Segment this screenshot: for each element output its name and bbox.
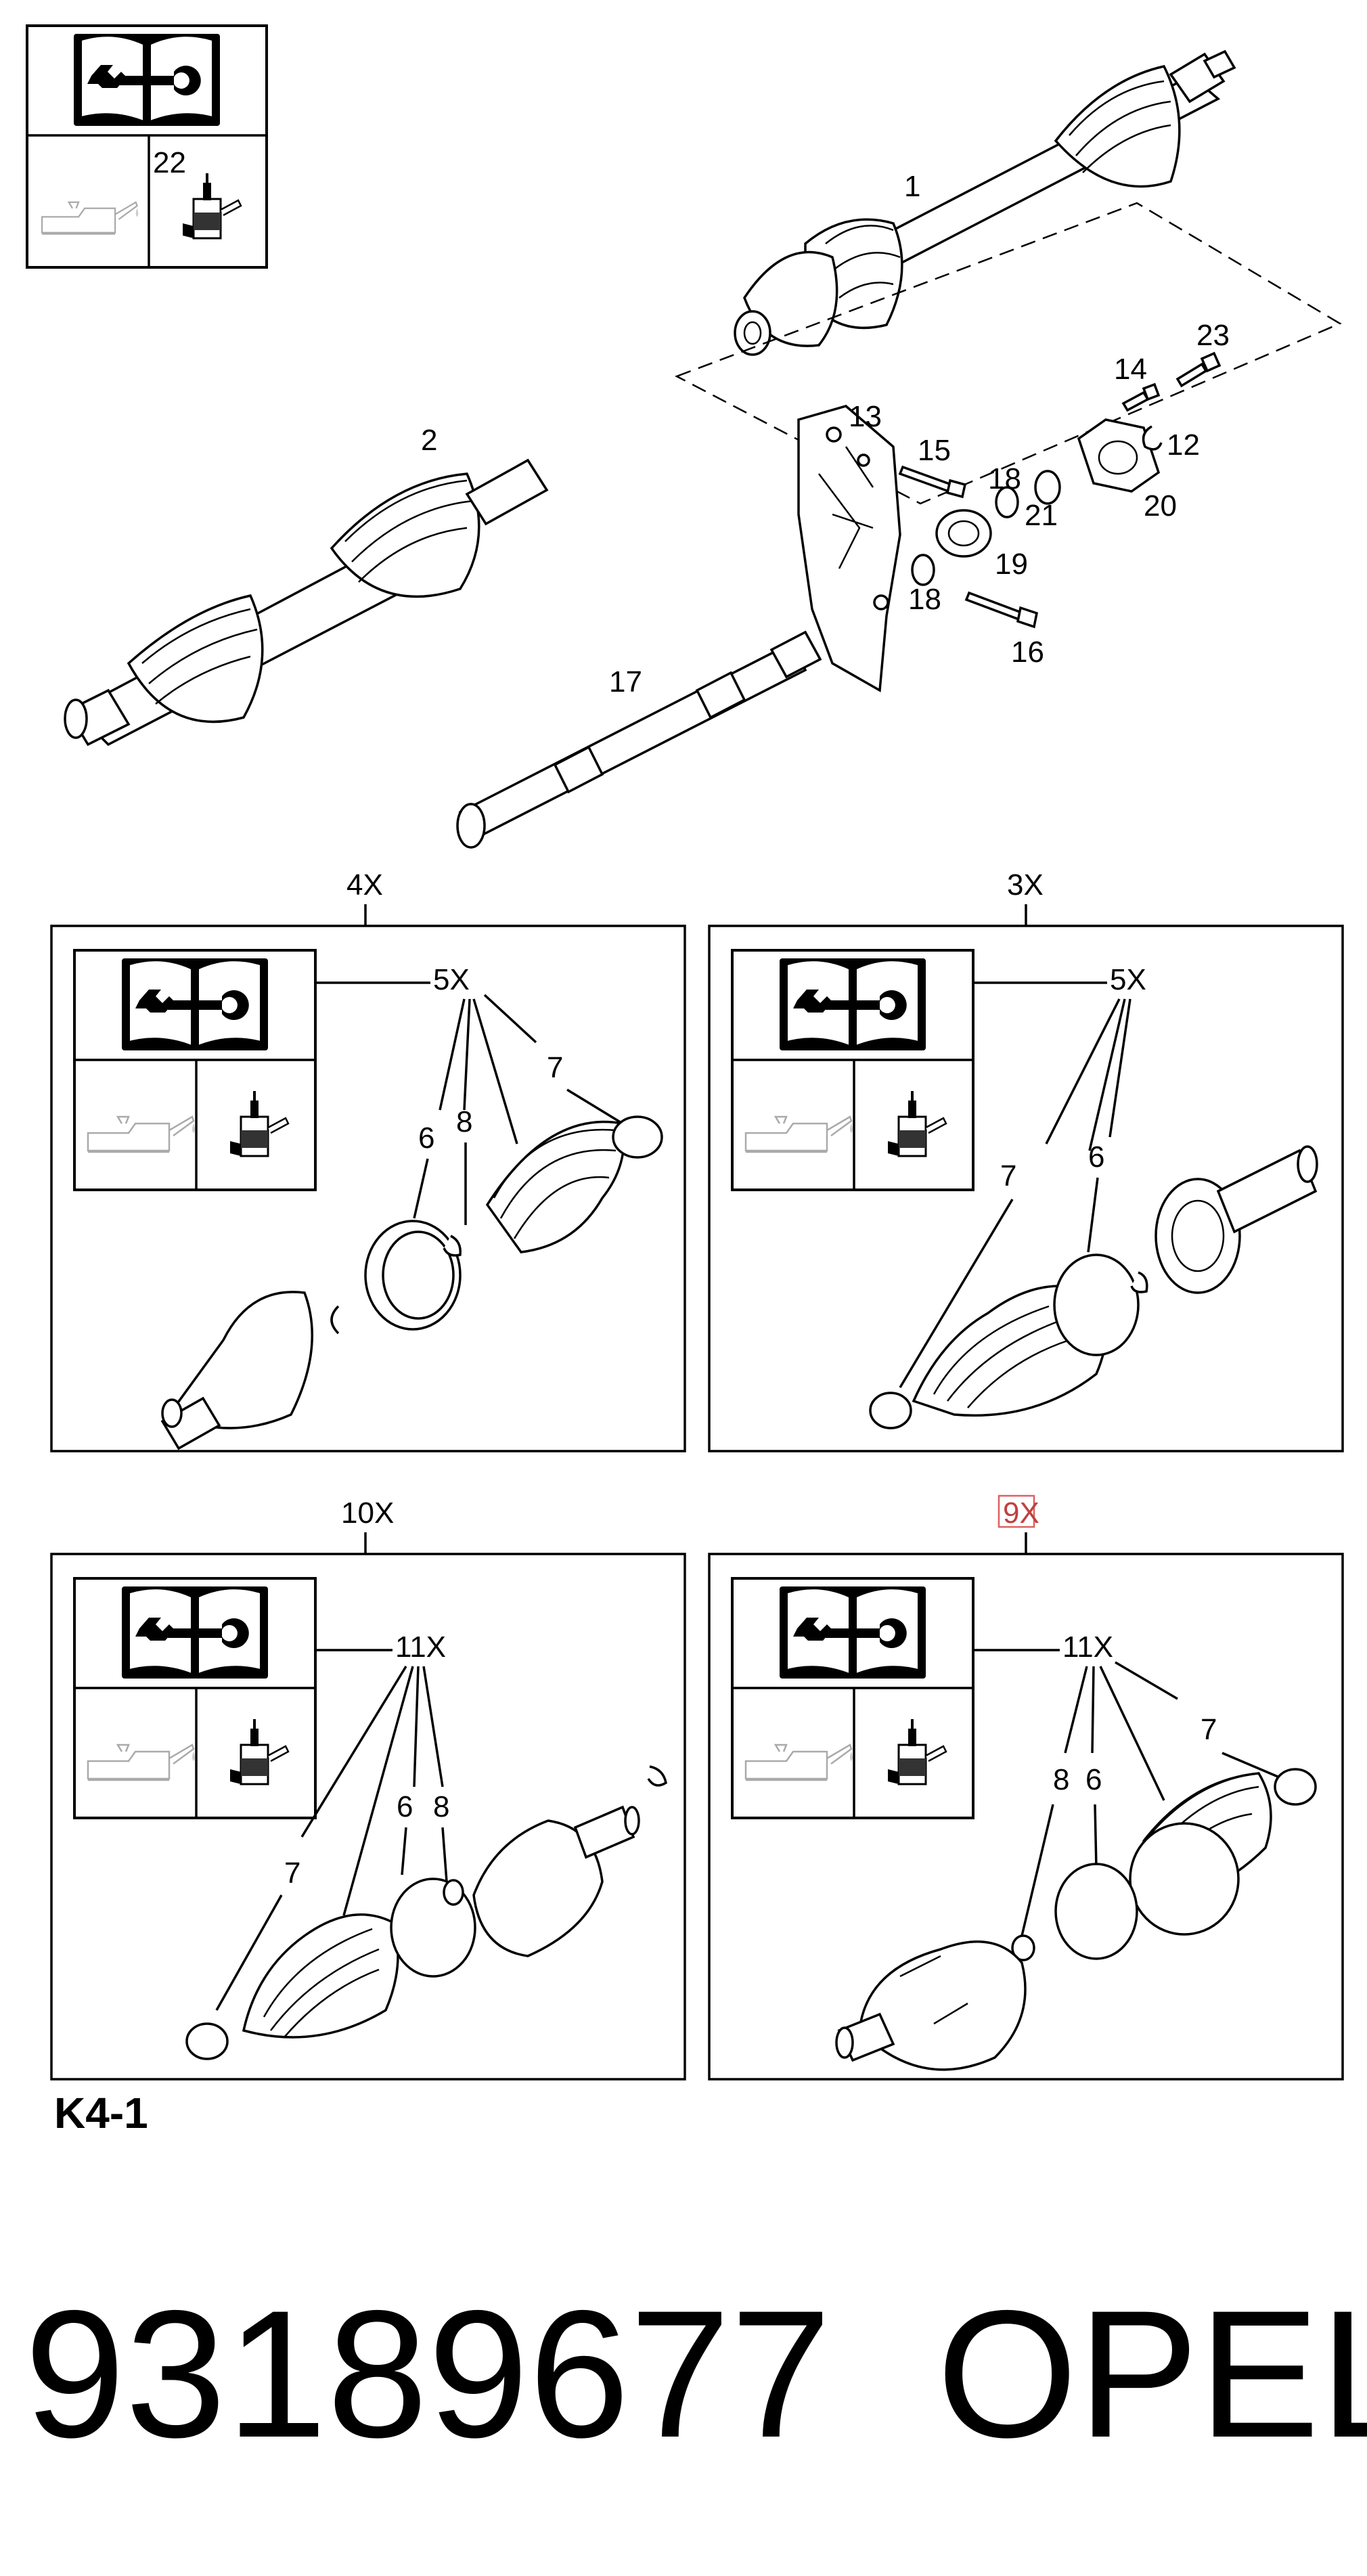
callout-23: 23 bbox=[1196, 319, 1230, 352]
clip-12 bbox=[1142, 425, 1163, 451]
service-manual-icon bbox=[122, 958, 268, 1050]
panel-3x: 3X 5X 7 6 bbox=[708, 868, 1344, 1452]
brand-name: OPEL bbox=[937, 2272, 1367, 2475]
panel-9x-label-8: 8 bbox=[1053, 1763, 1069, 1796]
panel-9x-label-7: 7 bbox=[1201, 1713, 1217, 1746]
part-number: 93189677 bbox=[24, 2272, 831, 2475]
callout-14: 14 bbox=[1114, 353, 1147, 386]
bolt-15 bbox=[898, 465, 967, 499]
callout-16: 16 bbox=[1011, 636, 1044, 669]
panel-4x: 4X 5X 7 6 8 bbox=[50, 868, 686, 1452]
callout-1: 1 bbox=[904, 170, 920, 203]
service-manual-icon bbox=[780, 1586, 926, 1679]
panel-4x-label-7: 7 bbox=[547, 1051, 563, 1084]
bearing-bracket-13 bbox=[797, 405, 901, 692]
panel-9x-header: 9X bbox=[1003, 1496, 1039, 1530]
screw-23 bbox=[1175, 351, 1222, 388]
callout-13: 13 bbox=[849, 400, 882, 433]
diagram-code: K4-1 bbox=[54, 2089, 148, 2137]
intermediate-shaft-17 bbox=[456, 630, 822, 849]
panel-9x: 9X 11X 7 8 6 bbox=[708, 1494, 1344, 2081]
callout-18b: 18 bbox=[988, 462, 1021, 495]
panel-9x-kit-label: 11X bbox=[1062, 1630, 1113, 1664]
callout-2: 2 bbox=[421, 424, 437, 457]
highlight-box bbox=[998, 1494, 1035, 1528]
callout-12: 12 bbox=[1167, 428, 1200, 462]
panel-4x-header: 4X bbox=[346, 868, 383, 902]
service-manual-icon bbox=[74, 34, 220, 126]
drive-shaft-2 bbox=[64, 458, 549, 747]
bearing-19 bbox=[935, 509, 992, 558]
screw-14 bbox=[1121, 382, 1161, 412]
callout-17: 17 bbox=[609, 665, 642, 698]
panel-10x: 10X 11X 7 6 8 bbox=[50, 1496, 686, 2081]
drive-shaft-1 bbox=[734, 49, 1236, 356]
callout-15: 15 bbox=[918, 434, 951, 467]
panel-3x-kit-label: 5X bbox=[1110, 963, 1146, 996]
panel-10x-label-6: 6 bbox=[397, 1790, 413, 1823]
service-manual-icon bbox=[122, 1586, 268, 1679]
snap-ring-18a bbox=[911, 554, 935, 586]
panel-9x-label-6: 6 bbox=[1085, 1763, 1102, 1796]
panel-10x-header: 10X bbox=[341, 1496, 394, 1530]
callout-19: 19 bbox=[995, 548, 1028, 581]
panel-4x-label-6: 6 bbox=[418, 1122, 434, 1155]
panel-3x-label-6: 6 bbox=[1088, 1140, 1104, 1174]
callout-20: 20 bbox=[1144, 489, 1177, 523]
callout-18a: 18 bbox=[908, 583, 941, 616]
flange-plate-20 bbox=[1077, 418, 1161, 493]
callout-22: 22 bbox=[153, 146, 186, 179]
panel-10x-kit-label: 11X bbox=[395, 1630, 446, 1664]
bolt-16 bbox=[964, 591, 1039, 629]
seal-ring-21 bbox=[1034, 470, 1061, 505]
panel-10x-label-8: 8 bbox=[433, 1790, 449, 1823]
panel-3x-header: 3X bbox=[1007, 868, 1044, 902]
callout-21: 21 bbox=[1025, 499, 1058, 532]
service-manual-icon bbox=[780, 958, 926, 1050]
assembly-outline bbox=[674, 202, 1342, 505]
info-box-top: 22 bbox=[26, 24, 268, 269]
panel-4x-kit-label: 5X bbox=[433, 963, 470, 996]
snap-ring-18b bbox=[995, 486, 1019, 518]
panel-3x-label-7: 7 bbox=[1000, 1159, 1016, 1193]
panel-4x-label-8: 8 bbox=[456, 1105, 472, 1138]
panel-10x-label-7: 7 bbox=[284, 1857, 300, 1890]
